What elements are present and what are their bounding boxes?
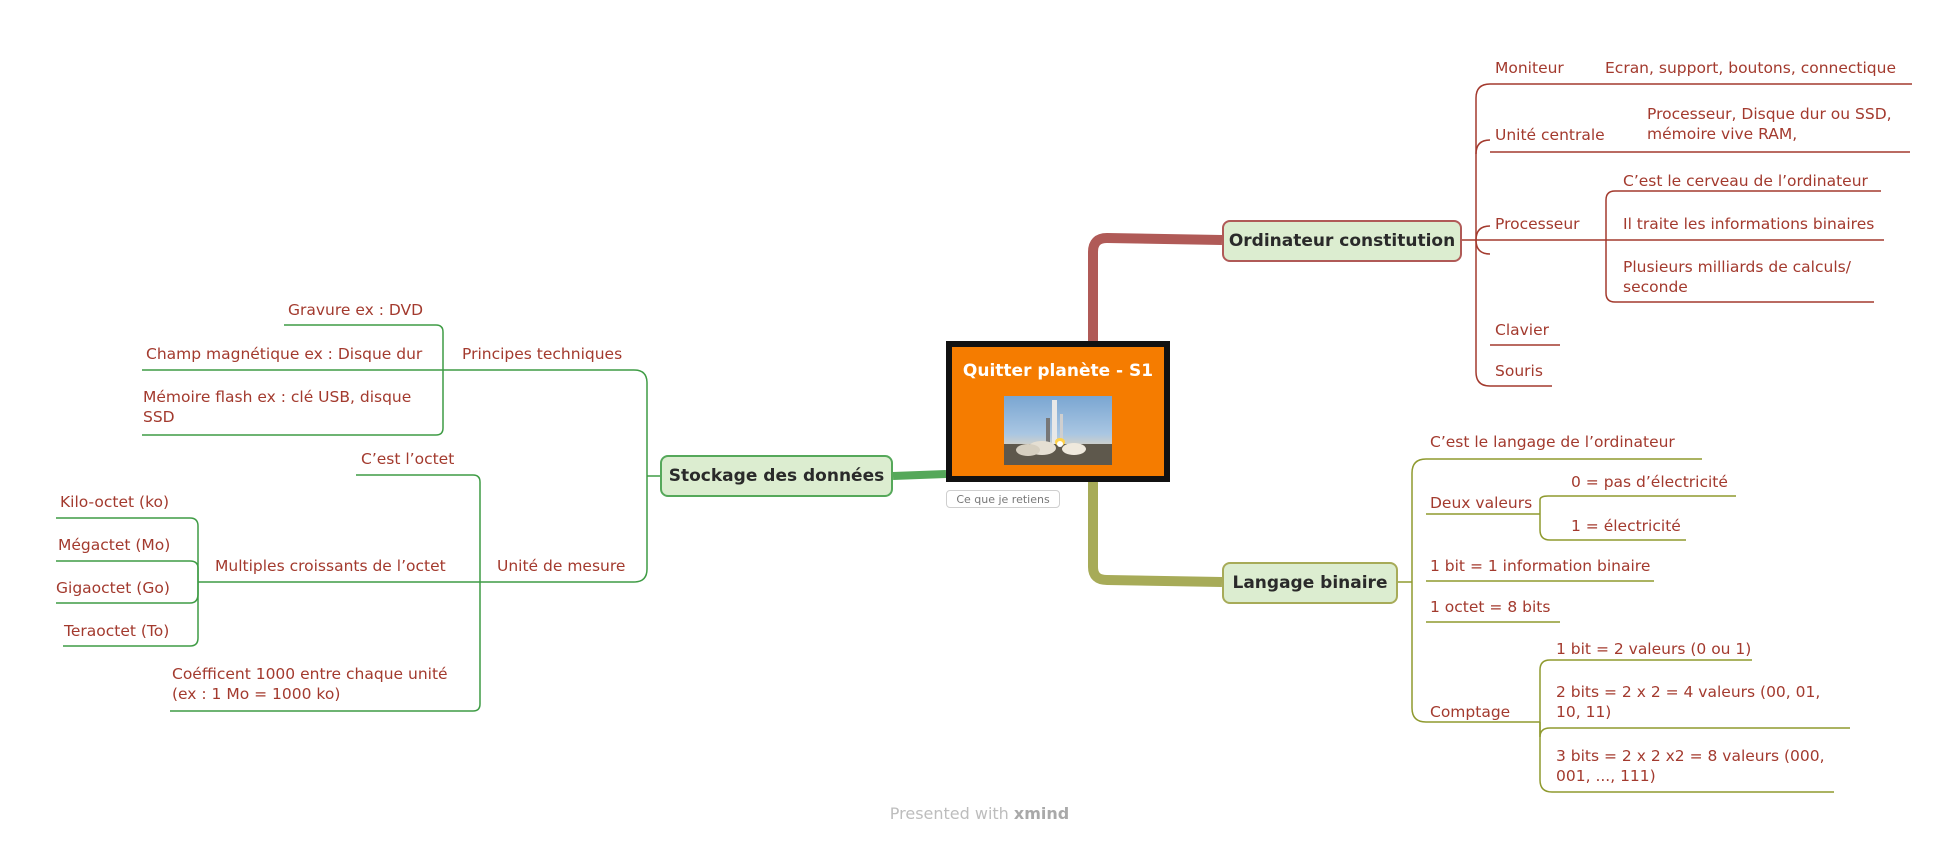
principe-champ-magnetique[interactable]: Champ magnétique ex : Disque dur [146, 345, 423, 363]
moniteur-label[interactable]: Moniteur [1495, 59, 1564, 77]
binaire-langage[interactable]: C’est le langage de l’ordinateur [1430, 433, 1675, 451]
presented-with-footer: Presented with xmind [0, 804, 1959, 823]
unite-centrale-label[interactable]: Unité centrale [1495, 126, 1605, 144]
processeur-item-2[interactable]: Il traite les informations binaires [1623, 215, 1875, 233]
branch-line-stockage [892, 470, 947, 480]
footer-prefix: Presented with [889, 804, 1014, 823]
topic-langage-binaire[interactable]: Langage binaire [1222, 562, 1398, 604]
processeur-item-3[interactable]: Plusieurs milliards de calculs/ seconde [1623, 258, 1851, 296]
branch-line-binaire [1088, 482, 1223, 587]
principes-techniques-label[interactable]: Principes techniques [462, 345, 623, 363]
rocket-launch-image [1004, 396, 1112, 465]
comptage-item-1[interactable]: 1 bit = 2 valeurs (0 ou 1) [1556, 640, 1752, 658]
comptage-label[interactable]: Comptage [1430, 703, 1511, 721]
processeur-item-1[interactable]: C’est le cerveau de l’ordinateur [1623, 172, 1868, 190]
unite-octet[interactable]: C’est l’octet [361, 450, 455, 468]
clavier-label[interactable]: Clavier [1495, 321, 1550, 339]
ordinateur-connectors [1462, 83, 1912, 387]
xmind-brand: xmind [1013, 804, 1070, 823]
branch-line-ordinateur [1088, 232, 1223, 341]
topic-ordinateur-constitution[interactable]: Ordinateur constitution [1222, 220, 1462, 262]
deux-valeurs-item-0[interactable]: 0 = pas d’électricité [1571, 473, 1728, 491]
multiple-ko[interactable]: Kilo-octet (ko) [60, 493, 170, 511]
central-topic-title: Quitter planète - S1 [962, 361, 1154, 381]
octet-definition[interactable]: 1 octet = 8 bits [1430, 598, 1551, 616]
principe-memoire-flash[interactable]: Mémoire flash ex : clé USB, disque SSD [143, 388, 412, 426]
souris-label[interactable]: Souris [1495, 362, 1543, 380]
processeur-label[interactable]: Processeur [1495, 215, 1580, 233]
deux-valeurs-item-1[interactable]: 1 = électricité [1571, 517, 1681, 535]
multiple-mo[interactable]: Mégactet (Mo) [58, 536, 171, 554]
unite-coefficient[interactable]: Coéfficent 1000 entre chaque unité (ex :… [172, 665, 448, 703]
moniteur-detail[interactable]: Ecran, support, boutons, connectique [1605, 59, 1896, 77]
principe-gravure[interactable]: Gravure ex : DVD [288, 301, 424, 319]
multiple-go[interactable]: Gigaoctet (Go) [56, 579, 170, 597]
deux-valeurs-label[interactable]: Deux valeurs [1430, 494, 1533, 512]
stockage-connectors [56, 324, 660, 712]
comptage-item-3[interactable]: 3 bits = 2 x 2 x2 = 8 valeurs (000, 001,… [1556, 747, 1825, 785]
topic-stockage-des-donnees[interactable]: Stockage des données [660, 455, 893, 497]
bit-definition[interactable]: 1 bit = 1 information binaire [1430, 557, 1651, 575]
comptage-item-2[interactable]: 2 bits = 2 x 2 = 4 valeurs (00, 01, 10, … [1556, 683, 1821, 721]
binaire-connectors [1398, 458, 1850, 793]
multiples-label[interactable]: Multiples croissants de l’octet [215, 557, 446, 575]
central-topic[interactable]: Quitter planète - S1 [946, 341, 1170, 482]
central-caption: Ce que je retiens [946, 490, 1060, 508]
multiple-to[interactable]: Teraoctet (To) [64, 622, 170, 640]
unite-de-mesure-label[interactable]: Unité de mesure [497, 557, 626, 575]
unite-centrale-detail[interactable]: Processeur, Disque dur ou SSD, mémoire v… [1647, 105, 1892, 143]
